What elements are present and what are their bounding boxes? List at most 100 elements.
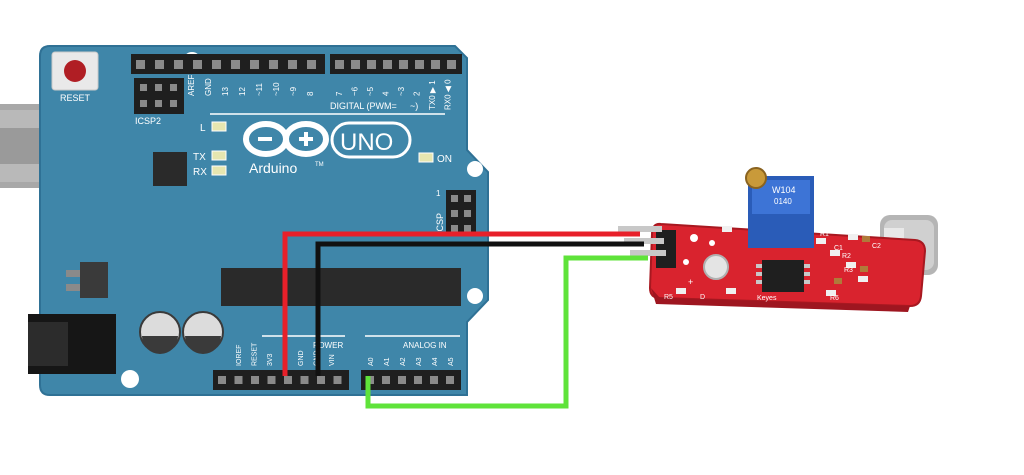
power-pin-label: RESET xyxy=(252,342,259,366)
sensor-ref-label: R2 xyxy=(842,253,851,260)
potentiometer: W104 0140 xyxy=(745,167,814,248)
sensor-ref-label: R3 xyxy=(844,267,853,274)
pin-socket xyxy=(414,376,422,384)
tx-label: TX xyxy=(193,152,206,163)
pin-socket xyxy=(430,376,438,384)
sensor-ref-label: R5 xyxy=(664,294,673,301)
pin-socket xyxy=(431,60,440,69)
sensor-hole xyxy=(683,259,689,265)
power-pin-label: 3V3 xyxy=(267,353,274,366)
pin-socket xyxy=(155,60,164,69)
pin-socket xyxy=(284,376,292,384)
mount-hole xyxy=(467,288,483,304)
capacitor xyxy=(182,311,224,354)
uno-badge xyxy=(330,121,412,159)
pin-socket xyxy=(317,376,325,384)
digital-label: DIGITAL (PWM= xyxy=(330,101,397,111)
tx-led xyxy=(211,150,227,161)
pin-socket xyxy=(250,60,259,69)
digital-pin-label: ~9 xyxy=(289,86,298,96)
sensor-ref-label: D xyxy=(700,294,705,301)
digital-header-right xyxy=(330,54,462,74)
pin-socket xyxy=(251,376,259,384)
pin-socket xyxy=(234,376,243,384)
pin-socket xyxy=(367,60,376,69)
pin-socket xyxy=(446,376,454,384)
rx-label: RX xyxy=(193,167,207,178)
tm-label: TM xyxy=(315,162,324,168)
icsp-pin1-label: 1 xyxy=(436,189,441,198)
analog-pin-label: A2 xyxy=(400,357,407,366)
on-label: ON xyxy=(437,154,452,165)
sensor-pin-header xyxy=(618,226,676,268)
sensor-ref-label: R6 xyxy=(830,295,839,302)
smd-caps xyxy=(834,236,870,284)
digital-pin-label: 2 xyxy=(413,91,422,96)
pot-label: W104 xyxy=(772,185,796,195)
digital-pin-label: RX0 ◀ 0 xyxy=(444,79,453,110)
pin-socket xyxy=(174,60,183,69)
analog-pin-label: A1 xyxy=(384,357,391,366)
l-led xyxy=(211,121,227,132)
vcc-wire xyxy=(282,231,640,376)
pin-socket xyxy=(267,376,276,384)
sound-sensor-module: W104 0140 xyxy=(618,167,938,312)
digital-pin-label: ~5 xyxy=(366,86,375,96)
icsp2-header xyxy=(134,78,184,114)
digital-pin-label: ~6 xyxy=(351,86,360,96)
sensor-hole xyxy=(709,240,715,246)
icsp-header xyxy=(446,190,476,236)
pin-socket xyxy=(382,376,390,384)
pin-socket xyxy=(415,60,424,69)
digital-pin-label: 12 xyxy=(238,87,247,96)
power-pin-label: VIN xyxy=(329,354,336,366)
sensor-ref-label: C1 xyxy=(834,245,843,252)
analog-label: ANALOG IN xyxy=(403,341,447,350)
capacitor xyxy=(139,311,181,354)
model-label: UNO xyxy=(340,129,393,156)
digital-pin-label: ~10 xyxy=(272,82,281,96)
brand-label: Arduino xyxy=(249,160,297,176)
digital-pin-label: AREF xyxy=(187,75,196,96)
power-jack xyxy=(28,314,116,374)
digital-sockets xyxy=(136,60,456,69)
digital-pin-label: 7 xyxy=(335,91,344,96)
digital-pin-label: TX0 ▶ 1 xyxy=(428,80,437,110)
pin-socket xyxy=(351,60,360,69)
sensor-ref-label: C2 xyxy=(872,243,881,250)
mount-hole xyxy=(121,370,139,388)
pin-socket xyxy=(398,376,406,384)
on-led xyxy=(418,152,434,163)
pin-socket xyxy=(333,376,342,384)
reset-label: RESET xyxy=(60,93,91,103)
pin-socket xyxy=(383,60,392,69)
pin-socket xyxy=(136,60,145,69)
analog-pin-label: A5 xyxy=(448,357,455,366)
pin-socket xyxy=(447,60,456,69)
sensor-plus-label: + xyxy=(688,277,693,287)
sensor-hole xyxy=(690,234,698,242)
power-header xyxy=(213,370,349,390)
arduino-logo: Arduino TM UNO xyxy=(243,121,412,176)
main-chip xyxy=(221,268,461,306)
smd-parts xyxy=(676,226,868,296)
power-label: POWER xyxy=(313,341,343,350)
digital-pin-label: 13 xyxy=(221,87,230,96)
digital-pin-label: 4 xyxy=(382,91,391,96)
signal-wire xyxy=(365,255,648,409)
power-pin-label: IOREF xyxy=(236,345,243,366)
pin-socket xyxy=(288,60,297,69)
pin-socket xyxy=(307,60,316,69)
pin-socket xyxy=(300,376,309,384)
pin-socket xyxy=(231,60,240,69)
icsp-label: ICSP xyxy=(435,213,445,234)
digital-tilde: ~) xyxy=(410,101,418,111)
wires xyxy=(282,231,648,409)
comparator-chip xyxy=(756,260,810,292)
sensor-ref-label: R1 xyxy=(820,231,829,238)
